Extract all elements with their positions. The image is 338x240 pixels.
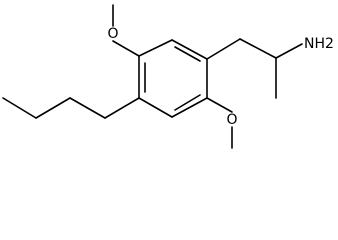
butyl-chain — [2, 97, 140, 119]
ring-bond — [171, 39, 208, 60]
ring-double-bond — [174, 46, 201, 62]
ring-double-bond — [174, 94, 201, 111]
chemical-structure: O O NH2 — [2, 4, 334, 149]
bond-to-amine — [275, 43, 303, 59]
methoxy-top-group: O — [107, 4, 140, 57]
chain-bond — [2, 97, 37, 119]
ring-bond — [138, 97, 173, 118]
methoxy-bottom-group: O — [206, 97, 238, 149]
chain-bond — [239, 38, 277, 59]
bond-ring-to-oxygen — [112, 40, 140, 57]
benzene-ring — [138, 39, 208, 118]
aminopropyl-chain: NH2 — [206, 36, 334, 99]
ring-bond — [171, 97, 208, 118]
chain-bond — [35, 97, 71, 119]
oxygen-label-bottom: O — [226, 112, 237, 128]
bond-ring-to-oxygen — [206, 97, 233, 113]
chain-bond — [206, 38, 241, 60]
chain-bond — [104, 97, 140, 119]
amine-label: NH2 — [304, 36, 334, 52]
oxygen-label-top: O — [107, 26, 118, 42]
ring-bond — [138, 39, 173, 57]
chain-bond — [69, 97, 106, 119]
